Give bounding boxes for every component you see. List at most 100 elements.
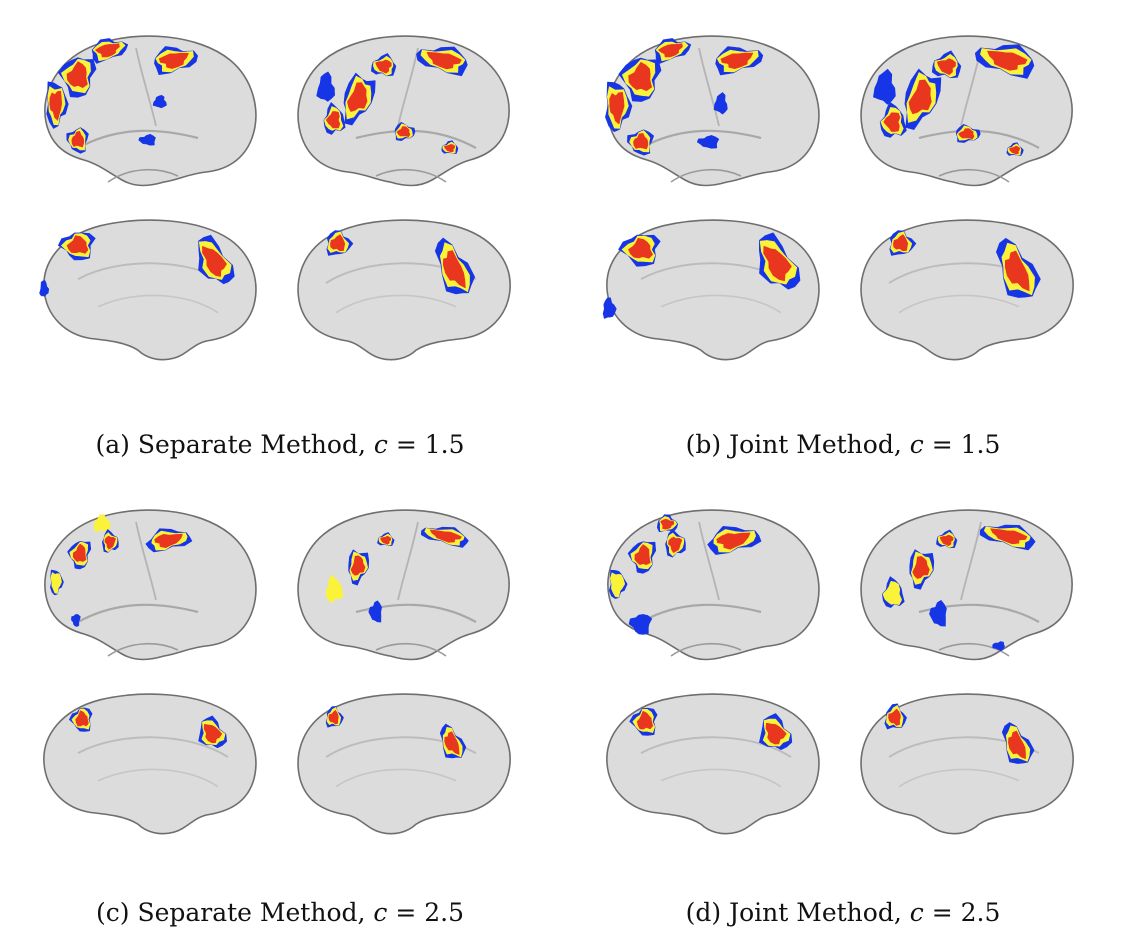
activation-core <box>66 235 89 254</box>
activation-core <box>325 111 341 129</box>
caption-b: (b) Joint Method, c = 1.5 <box>563 430 1123 459</box>
activation-outer <box>152 94 167 109</box>
activation-outer <box>713 92 728 115</box>
sulcus <box>97 768 219 788</box>
activation-core <box>203 723 223 744</box>
activation-core <box>347 82 368 112</box>
activation-core <box>330 234 346 252</box>
activation-core <box>633 133 649 150</box>
activation-core <box>429 529 462 543</box>
cortex-surface <box>607 509 820 661</box>
activation-core <box>990 528 1028 545</box>
activation-core <box>609 91 625 125</box>
activation-outer <box>368 600 382 623</box>
sulcus <box>698 521 720 601</box>
caption-d: (d) Joint Method, c = 2.5 <box>563 898 1123 927</box>
activation-outer <box>696 135 720 149</box>
sulcus <box>77 603 199 623</box>
sulcus <box>77 736 229 758</box>
caption-variable: c <box>373 430 388 459</box>
sulcus <box>135 521 157 601</box>
activation-core <box>939 534 954 547</box>
activation-core <box>66 61 88 88</box>
activation-core <box>716 532 751 550</box>
medial-left-hemisphere <box>43 693 257 835</box>
sulcus <box>670 168 742 183</box>
sulcus <box>77 129 199 149</box>
caption-c: (c) Separate Method, c = 2.5 <box>0 898 560 927</box>
activation-core <box>49 90 62 121</box>
caption-value: = 1.5 <box>387 430 465 459</box>
lateral-right-hemisphere <box>297 509 510 661</box>
medial-left-hemisphere <box>602 219 820 361</box>
caption-variable: c <box>373 898 388 927</box>
panel-b: (b) Joint Method, c = 1.5 <box>563 0 1126 474</box>
activation-core <box>1008 730 1026 759</box>
activation-core <box>71 131 85 148</box>
activation-core <box>444 731 460 755</box>
activation-outer <box>325 574 344 603</box>
caption-label: (b) <box>685 430 722 459</box>
activation-core <box>628 237 653 259</box>
activation-core <box>668 536 683 553</box>
activation-core <box>1009 145 1021 155</box>
caption-a: (a) Separate Method, c = 1.5 <box>0 430 560 459</box>
caption-method: Joint Method, <box>729 430 902 459</box>
cortex-surface <box>860 693 1074 835</box>
sulcus <box>397 47 419 127</box>
activation-core <box>893 234 909 252</box>
activation-core <box>660 518 675 530</box>
cortex-surface <box>44 509 257 661</box>
activation-core <box>888 708 901 726</box>
activation-core <box>426 51 462 70</box>
activation-core <box>908 79 932 115</box>
activation-outer <box>138 133 156 146</box>
sulcus <box>375 642 447 657</box>
sulcus <box>898 294 1020 314</box>
sulcus <box>355 129 477 149</box>
activation-core <box>95 43 120 58</box>
activation-core <box>936 58 956 75</box>
panel-d: (d) Joint Method, c = 2.5 <box>563 474 1126 948</box>
activation-outer <box>602 297 617 319</box>
sulcus <box>640 736 792 758</box>
sulcus <box>960 521 982 601</box>
sulcus <box>898 768 1020 788</box>
caption-variable: c <box>909 898 924 927</box>
lateral-left-hemisphere <box>44 509 257 661</box>
panel-a: (a) Separate Method, c = 1.5 <box>0 0 563 474</box>
sulcus <box>107 642 179 657</box>
caption-method: Joint Method, <box>729 898 902 927</box>
brain-surface-figure <box>602 35 1074 361</box>
medial-right-hemisphere <box>297 693 511 835</box>
sulcus <box>670 642 742 657</box>
activation-outer <box>873 68 896 105</box>
activation-core <box>634 544 651 565</box>
medial-right-hemisphere <box>860 219 1074 361</box>
lateral-left-hemisphere <box>605 35 820 187</box>
activation-mid <box>50 572 62 594</box>
activation-core <box>912 556 930 579</box>
activation-core <box>328 710 339 725</box>
activation-mid <box>882 580 902 606</box>
activation-core <box>154 533 183 549</box>
panel-c: (c) Separate Method, c = 2.5 <box>0 474 563 948</box>
activation-core <box>158 52 189 69</box>
brain-surface-figure <box>39 35 511 361</box>
activation-core <box>375 59 392 74</box>
medial-right-hemisphere <box>297 219 511 361</box>
activation-core <box>443 250 466 289</box>
activation-core <box>883 112 901 132</box>
activation-core <box>202 245 227 277</box>
sulcus <box>135 47 157 127</box>
sulcus <box>97 294 219 314</box>
caption-label: (d) <box>685 898 722 927</box>
activation-core <box>658 43 683 58</box>
sulcus <box>698 47 720 127</box>
cortex-surface <box>297 693 511 835</box>
activation-core <box>380 535 392 545</box>
activation-core <box>396 126 411 138</box>
activation-core <box>75 710 89 727</box>
activation-outer <box>71 613 81 627</box>
activation-outer <box>628 614 653 635</box>
